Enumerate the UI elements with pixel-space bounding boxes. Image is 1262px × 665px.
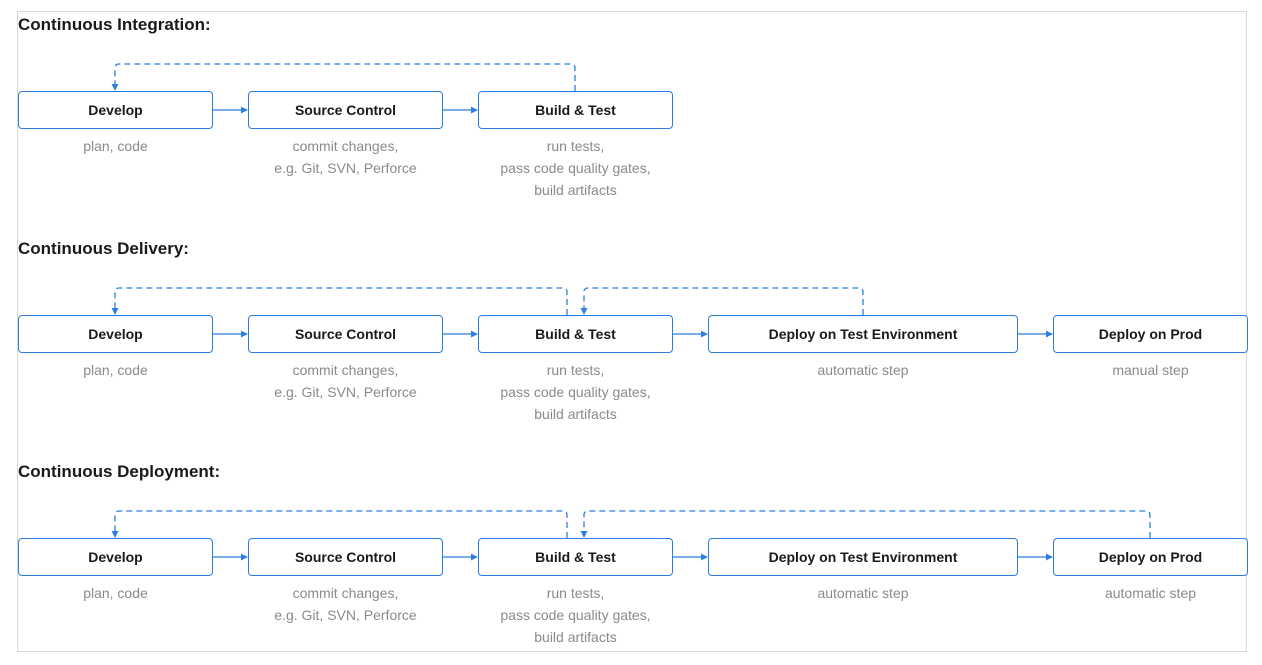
- desc-line: run tests,: [546, 138, 605, 154]
- desc-line: commit changes,: [292, 585, 399, 601]
- desc-line: plan, code: [83, 585, 148, 601]
- desc-line: automatic step: [1104, 585, 1197, 601]
- ci-step-build-test: Build & Test: [478, 91, 673, 129]
- desc-line: run tests,: [546, 362, 605, 378]
- delivery-step-deploy-prod: Deploy on Prod: [1053, 315, 1248, 353]
- deployment-desc-deploy-test: automatic step: [708, 582, 1018, 604]
- desc-line: automatic step: [817, 362, 909, 378]
- deployment-step-deploy-prod: Deploy on Prod: [1053, 538, 1248, 576]
- delivery-step-deploy-test: Deploy on Test Environment: [708, 315, 1018, 353]
- ci-step-source-control: Source Control: [248, 91, 443, 129]
- deployment-desc-deploy-prod: automatic step: [1053, 582, 1248, 604]
- ci-step-develop: Develop: [18, 91, 213, 129]
- delivery-desc-develop: plan, code: [18, 359, 213, 381]
- desc-line: pass code quality gates,: [500, 607, 651, 623]
- delivery-desc-build-test: run tests, pass code quality gates, buil…: [478, 359, 673, 425]
- delivery-step-build-test: Build & Test: [478, 315, 673, 353]
- desc-line: automatic step: [817, 585, 909, 601]
- desc-line: e.g. Git, SVN, Perforce: [274, 384, 417, 400]
- desc-line: build artifacts: [534, 406, 617, 422]
- delivery-desc-source-control: commit changes, e.g. Git, SVN, Perforce: [248, 359, 443, 403]
- desc-line: e.g. Git, SVN, Perforce: [274, 607, 417, 623]
- deployment-desc-source-control: commit changes, e.g. Git, SVN, Perforce: [248, 582, 443, 626]
- deployment-step-develop: Develop: [18, 538, 213, 576]
- desc-line: pass code quality gates,: [500, 160, 651, 176]
- section-title-deployment: Continuous Deployment:: [18, 462, 221, 481]
- desc-line: plan, code: [83, 138, 148, 154]
- desc-line: commit changes,: [292, 362, 399, 378]
- deployment-desc-develop: plan, code: [18, 582, 213, 604]
- deployment-step-build-test: Build & Test: [478, 538, 673, 576]
- desc-line: plan, code: [83, 362, 148, 378]
- desc-line: pass code quality gates,: [500, 384, 651, 400]
- ci-desc-source-control: commit changes, e.g. Git, SVN, Perforce: [248, 135, 443, 179]
- desc-line: e.g. Git, SVN, Perforce: [274, 160, 417, 176]
- deployment-desc-build-test: run tests, pass code quality gates, buil…: [478, 582, 673, 648]
- delivery-step-develop: Develop: [18, 315, 213, 353]
- desc-line: commit changes,: [292, 138, 399, 154]
- section-title-ci: Continuous Integration:: [18, 15, 211, 34]
- desc-line: run tests,: [546, 585, 605, 601]
- delivery-step-source-control: Source Control: [248, 315, 443, 353]
- ci-desc-build-test: run tests, pass code quality gates, buil…: [478, 135, 673, 201]
- ci-desc-develop: plan, code: [18, 135, 213, 157]
- delivery-desc-deploy-test: automatic step: [708, 359, 1018, 381]
- desc-line: build artifacts: [534, 182, 617, 198]
- desc-line: manual step: [1112, 362, 1189, 378]
- section-title-delivery: Continuous Delivery:: [18, 239, 189, 258]
- delivery-desc-deploy-prod: manual step: [1053, 359, 1248, 381]
- desc-line: build artifacts: [534, 629, 617, 645]
- deployment-step-deploy-test: Deploy on Test Environment: [708, 538, 1018, 576]
- deployment-step-source-control: Source Control: [248, 538, 443, 576]
